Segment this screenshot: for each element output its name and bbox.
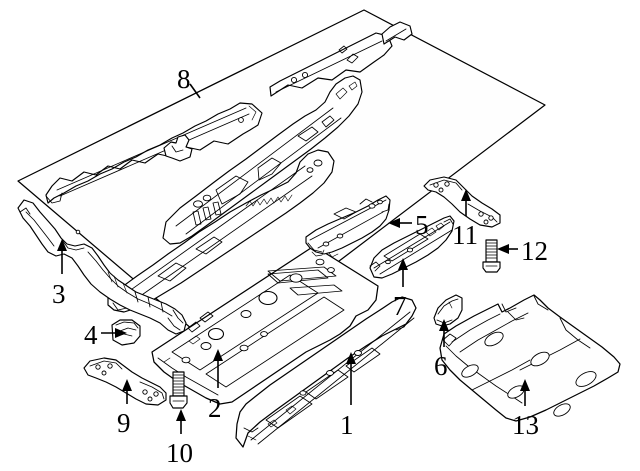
callout-label-6[interactable]: 6	[434, 351, 448, 381]
part-11-tie-bar-brace[interactable]	[423, 176, 501, 228]
callout-label-11[interactable]: 11	[452, 220, 478, 250]
callout-label-4[interactable]: 4	[84, 320, 98, 350]
part-8-rear-floor-pan-assembly[interactable]	[17, 9, 546, 353]
part-6-seat-mount-bracket[interactable]	[433, 294, 463, 327]
part-9-diagonal-brace[interactable]	[83, 357, 167, 406]
part-13-underbody-heat-shield[interactable]	[439, 294, 621, 422]
part-5-rear-crossmember[interactable]	[305, 195, 391, 258]
part-1-rocker-panel[interactable]	[235, 296, 417, 448]
callout-label-5[interactable]: 5	[415, 210, 429, 240]
callout-label-1[interactable]: 1	[340, 410, 354, 440]
callout-label-8[interactable]: 8	[177, 64, 191, 94]
part-2-front-floor-pan[interactable]	[151, 245, 379, 405]
callout-label-10[interactable]: 10	[166, 438, 193, 468]
callout-label-3[interactable]: 3	[52, 279, 66, 309]
callout-label-9[interactable]: 9	[117, 408, 131, 438]
part-7-floor-crossmember[interactable]	[369, 215, 455, 279]
callout-label-13[interactable]: 13	[512, 410, 539, 440]
part-12-hex-flange-bolt[interactable]	[482, 239, 501, 273]
callout-label-2[interactable]: 2	[208, 393, 222, 423]
callout-label-12[interactable]: 12	[521, 236, 548, 266]
callout-label-7[interactable]: 7	[393, 291, 407, 321]
part-10-hex-flange-bolt[interactable]	[169, 371, 188, 409]
part-3-front-side-rail[interactable]	[17, 199, 187, 335]
callout-leaders	[57, 83, 530, 434]
